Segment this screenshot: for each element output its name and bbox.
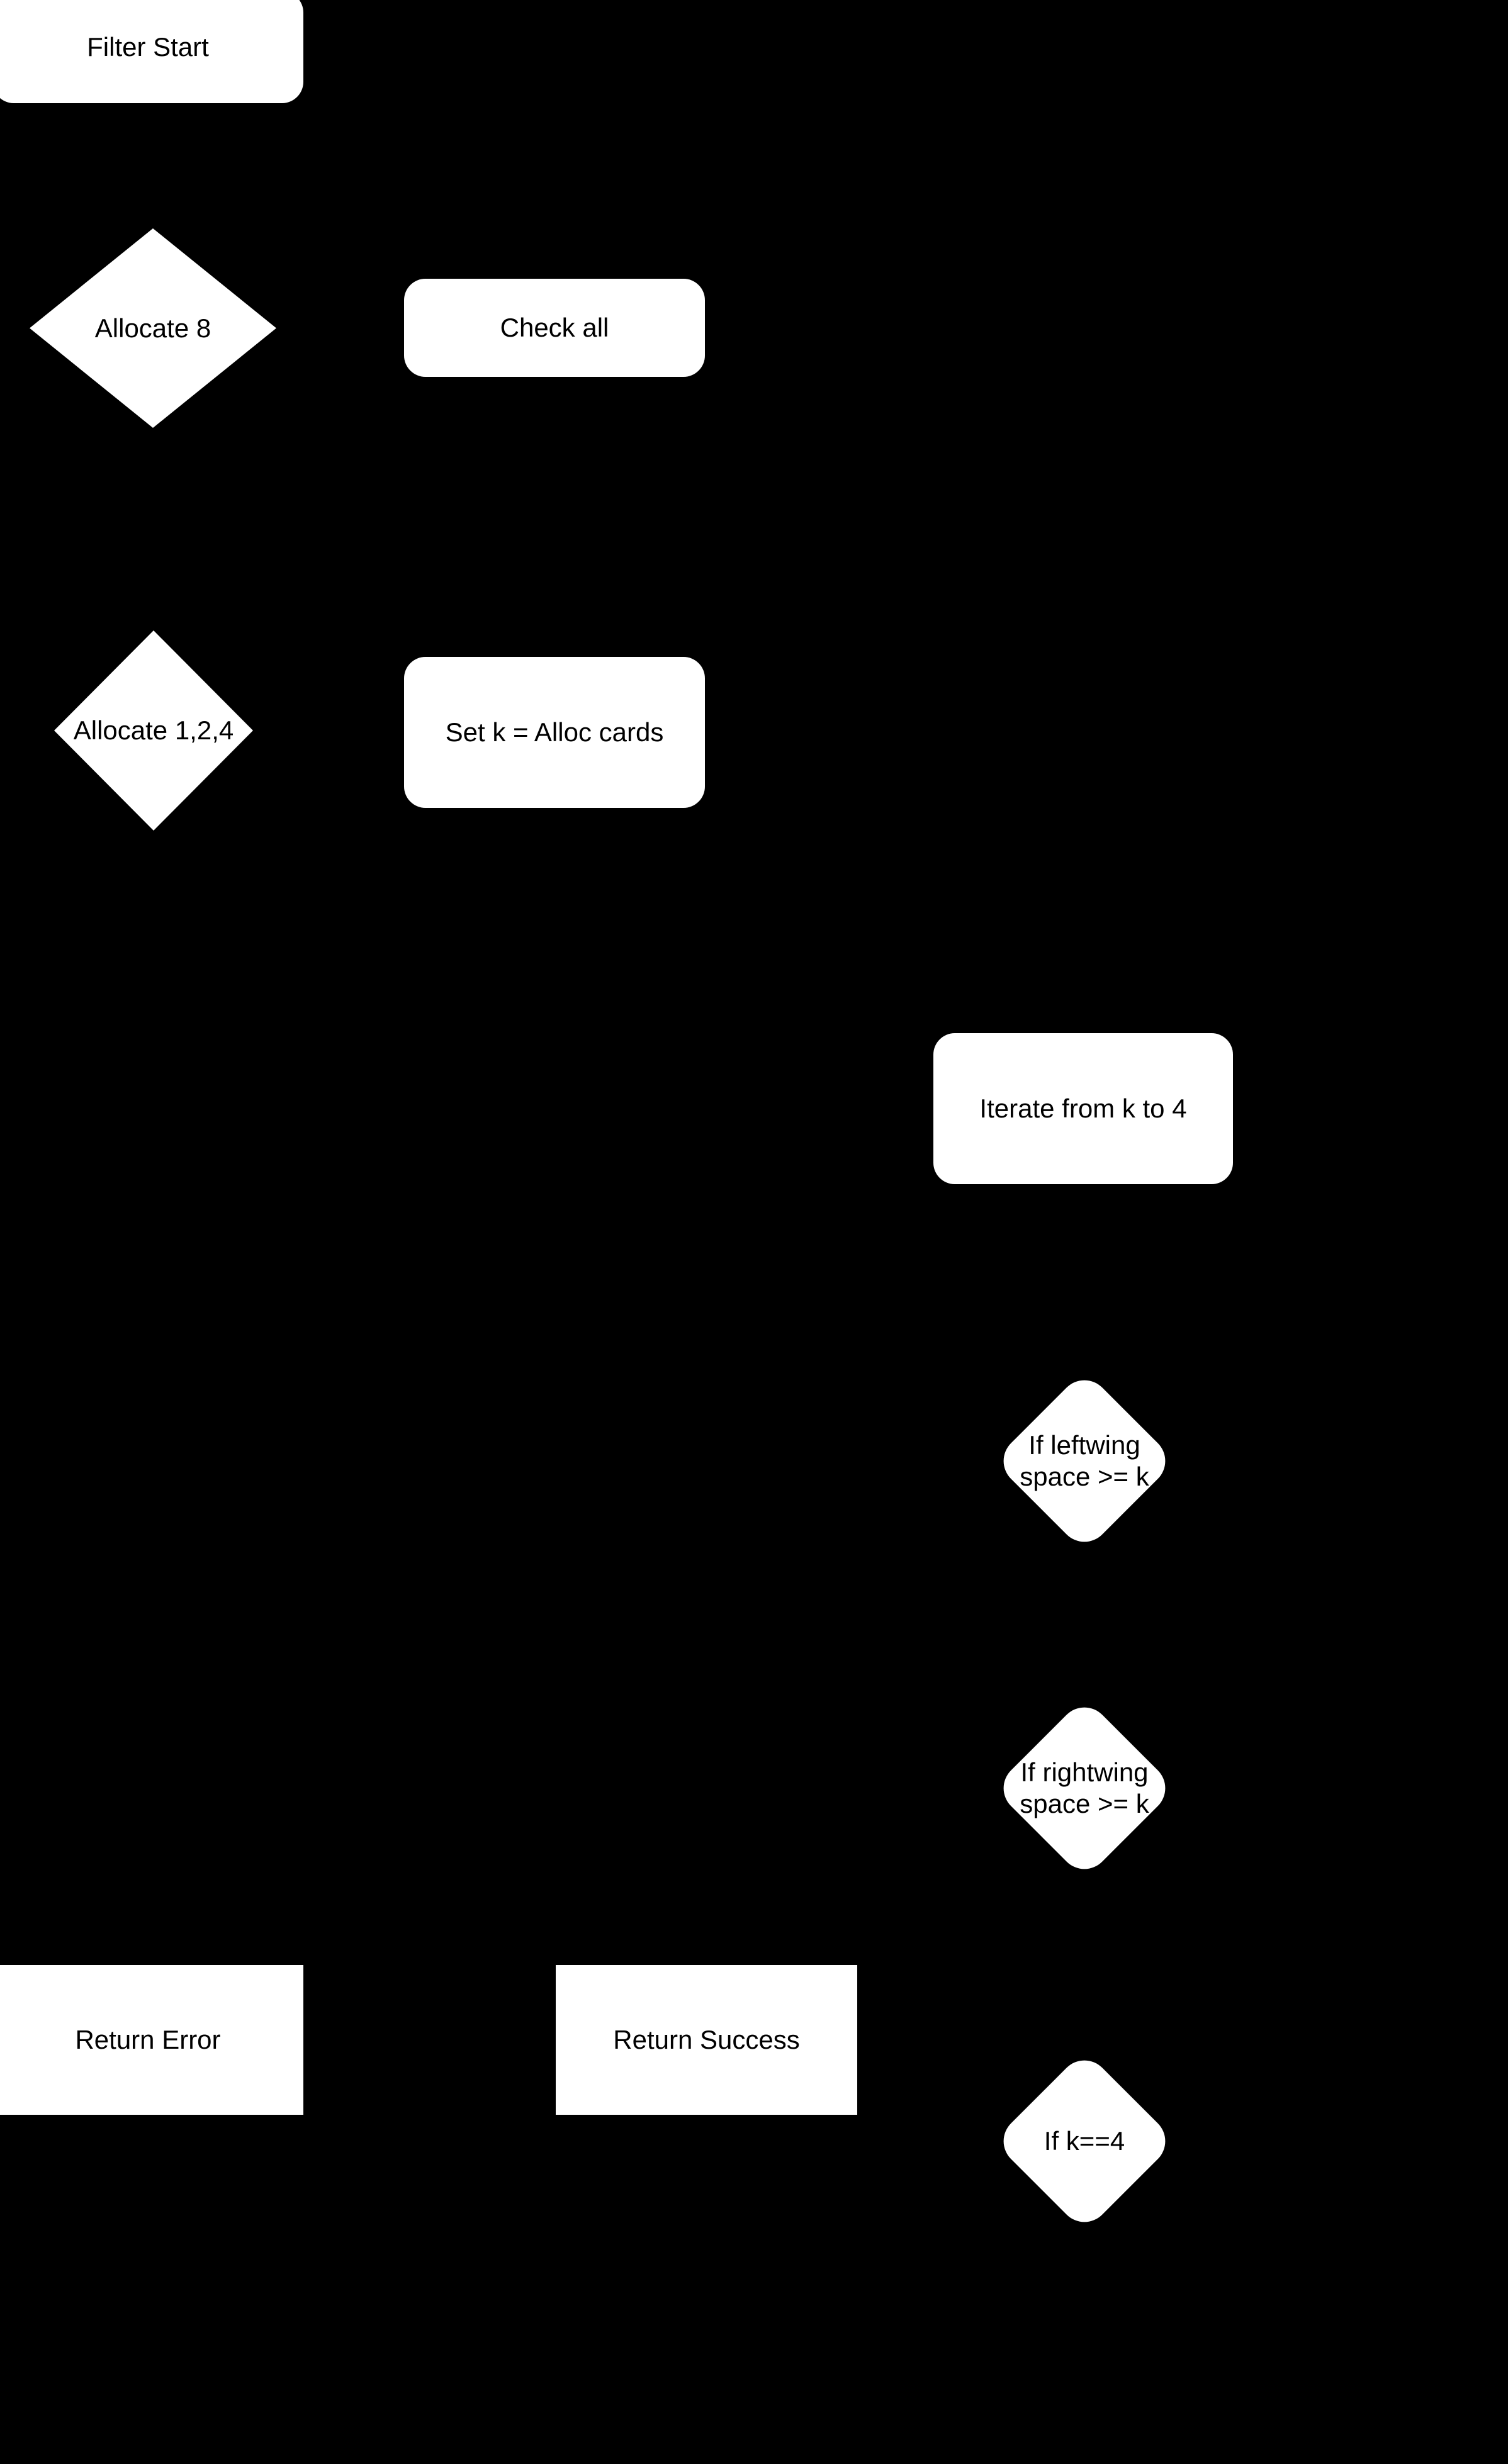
flow-node-iterate-from-k-to-4-label: Iterate from k to 4 <box>979 1094 1187 1124</box>
flow-node-if-rightwing-space-diamond-shape <box>993 1697 1176 1879</box>
flow-node-if-k-equals-4-diamond-shape <box>993 2050 1176 2232</box>
flow-node-if-k-equals-4[interactable]: If k==4 <box>993 2049 1176 2233</box>
flow-node-check-all[interactable]: Check all <box>404 279 705 377</box>
flow-node-if-rightwing-space[interactable]: If rightwing space >= k <box>993 1696 1176 1880</box>
flow-node-allocate-1-2-4-label: Allocate 1,2,4 <box>73 715 234 746</box>
flow-node-set-k-alloc-cards[interactable]: Set k = Alloc cards <box>404 657 705 808</box>
flow-node-return-success[interactable]: Return Success <box>556 1965 857 2115</box>
flow-node-return-success-label: Return Success <box>613 2025 800 2055</box>
flow-node-return-error-label: Return Error <box>75 2025 221 2055</box>
flow-node-allocate-8[interactable]: Allocate 8 <box>30 228 276 428</box>
flow-node-allocate-1-2-4[interactable]: Allocate 1,2,4 <box>54 630 253 831</box>
flow-node-if-leftwing-space-diamond-shape <box>993 1370 1176 1552</box>
flow-node-filter-start-label: Filter Start <box>87 32 209 62</box>
flow-node-iterate-from-k-to-4[interactable]: Iterate from k to 4 <box>933 1033 1233 1184</box>
flow-node-if-leftwing-space[interactable]: If leftwing space >= k <box>993 1369 1176 1553</box>
flow-node-return-error[interactable]: Return Error <box>0 1965 303 2115</box>
flow-node-set-k-alloc-cards-label: Set k = Alloc cards <box>445 717 664 748</box>
flow-node-filter-start[interactable]: Filter Start <box>0 0 303 103</box>
flow-node-check-all-label: Check all <box>500 313 609 343</box>
flow-node-allocate-8-label: Allocate 8 <box>94 313 211 343</box>
